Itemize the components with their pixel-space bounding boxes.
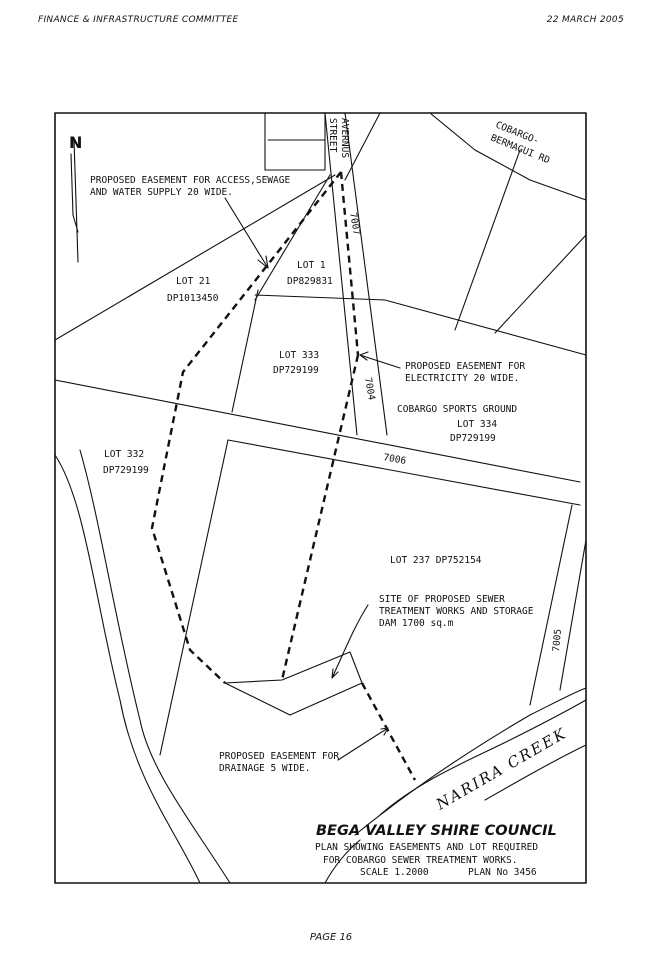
header-date: 22 MARCH 2005 xyxy=(546,15,624,25)
north-arrow-icon xyxy=(70,139,79,263)
lot-21-label: LOT 21 xyxy=(176,276,211,287)
creek-bank-tail xyxy=(324,839,361,884)
site-note-2: TREATMENT WORKS AND STORAGE xyxy=(379,606,534,617)
drainage-easement-leader xyxy=(337,727,389,761)
lot-1-label: LOT 1 xyxy=(297,260,326,271)
creek-bank-west-2 xyxy=(79,449,231,884)
lot-333-label: LOT 333 xyxy=(279,350,319,361)
lot-237-label: LOT 237 DP752154 xyxy=(390,555,482,566)
electricity-easement-note-1: PROPOSED EASEMENT FOR xyxy=(405,361,525,372)
lot-1-dp-label: DP829831 xyxy=(287,276,333,287)
road-7004-label: 7004 xyxy=(362,377,377,402)
plan-number-label: PLAN No 3456 xyxy=(468,867,537,878)
electricity-easement-lower xyxy=(280,354,360,681)
cobargo-bermagui-road xyxy=(344,112,587,201)
electricity-easement xyxy=(339,171,360,356)
creek-bank-mid xyxy=(379,699,587,816)
creek-label: NARIRA CREEK xyxy=(432,724,570,814)
access-sewage-water-easement xyxy=(150,171,342,684)
council-name: BEGA VALLEY SHIRE COUNCIL xyxy=(316,823,557,839)
access-easement-note-2: AND WATER SUPPLY 20 WIDE. xyxy=(90,187,233,198)
lot-334-label: LOT 334 xyxy=(457,419,497,430)
site-note-3: DAM 1700 sq.m xyxy=(379,618,454,629)
page-number: PAGE 16 xyxy=(309,932,353,943)
map-frame xyxy=(54,112,587,884)
lot-334-dp-label: DP729199 xyxy=(450,433,496,444)
north-label: N xyxy=(69,133,82,152)
lot-332-dp-label: DP729199 xyxy=(103,465,149,476)
lot-333-dp-label: DP729199 xyxy=(273,365,319,376)
building-outline xyxy=(264,112,326,171)
access-easement-note-1: PROPOSED EASEMENT FOR ACCESS,SEWAGE xyxy=(90,175,290,186)
lot-boundaries-upper xyxy=(54,174,386,413)
lot-332-boundary xyxy=(159,439,229,756)
creek-bank-west xyxy=(54,454,201,884)
drainage-easement-note-1: PROPOSED EASEMENT FOR xyxy=(219,751,339,762)
scale-label: SCALE 1.2000 xyxy=(360,867,429,878)
title-line-2: FOR COBARGO SEWER TREATMENT WORKS. xyxy=(323,855,517,866)
sports-ground-label: COBARGO SPORTS GROUND xyxy=(397,404,517,415)
road-7005-label: 7005 xyxy=(551,628,564,652)
creek-bank-upper xyxy=(354,687,587,836)
avernus-street-label-1: AVERNUS xyxy=(339,118,350,158)
road-7006-label: 7006 xyxy=(382,452,407,467)
lot-332-label: LOT 332 xyxy=(104,449,144,460)
avernus-street xyxy=(324,112,388,436)
drainage-easement xyxy=(360,682,417,781)
electricity-easement-note-2: ELECTRICITY 20 WIDE. xyxy=(405,373,519,384)
road-7005 xyxy=(529,504,587,706)
treatment-works-site xyxy=(224,651,363,716)
property-lines-upper-right xyxy=(384,149,587,356)
road-7006 xyxy=(54,379,581,506)
site-leader xyxy=(331,604,369,679)
creek-bank-lower xyxy=(484,744,587,801)
access-easement-leader xyxy=(224,197,269,269)
electricity-easement-leader xyxy=(359,351,401,369)
avernus-street-label-2: STREET xyxy=(327,118,338,153)
lot-21-dp-label: DP1013450 xyxy=(167,293,219,304)
title-line-1: PLAN SHOWING EASEMENTS AND LOT REQUIRED xyxy=(315,842,538,853)
road-7007-label: 7007 xyxy=(347,212,362,236)
drainage-easement-note-2: DRAINAGE 5 WIDE. xyxy=(219,763,311,774)
header-committee: FINANCE & INFRASTRUCTURE COMMITTEE xyxy=(38,15,239,25)
site-note-1: SITE OF PROPOSED SEWER xyxy=(379,594,505,605)
